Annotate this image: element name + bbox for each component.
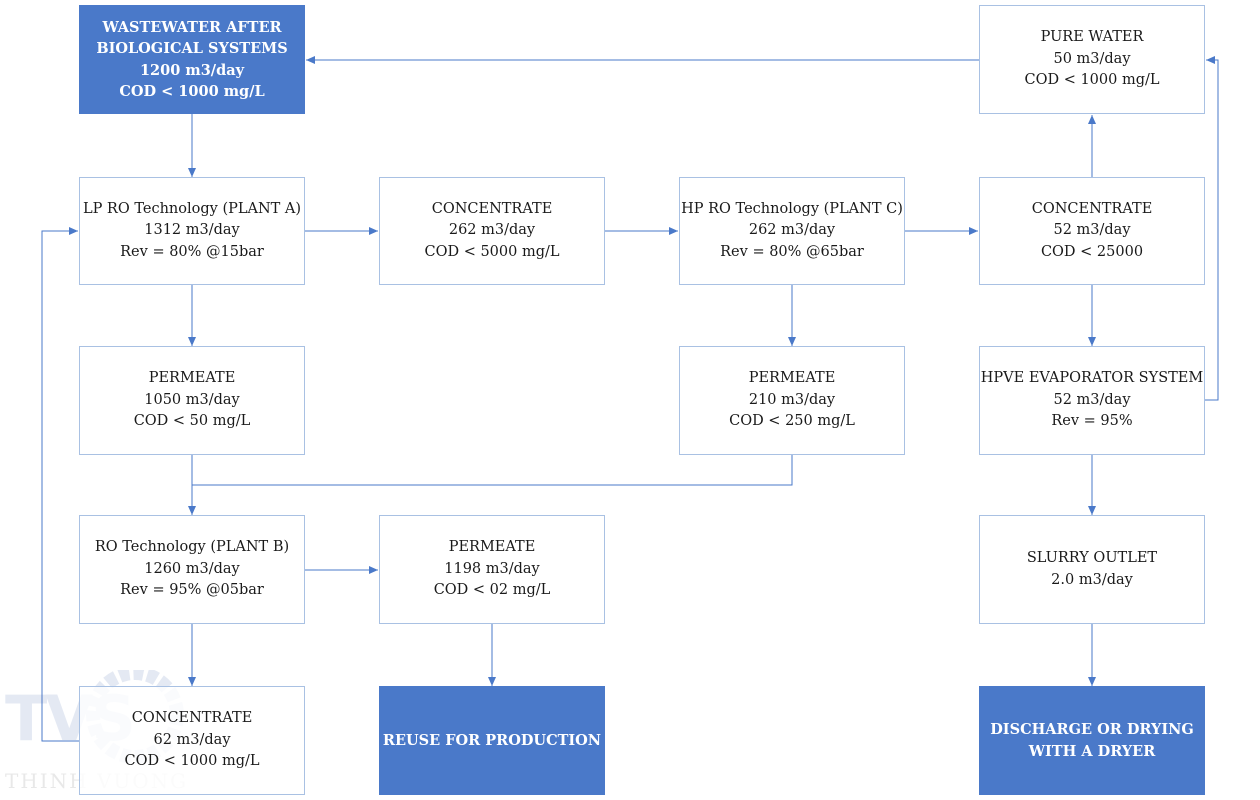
node-text-line: 52 m3/day	[1053, 391, 1131, 408]
node-text-line: 1260 m3/day	[144, 560, 240, 577]
node-text-line: 2.0 m3/day	[1051, 571, 1133, 588]
node-text-line: COD < 02 mg/L	[433, 582, 551, 599]
node-text-line: COD < 50 mg/L	[133, 413, 251, 430]
node-text-line: Rev = 80% @65bar	[720, 243, 864, 260]
node-text-line: RO Technology (PLANT B)	[94, 539, 290, 556]
node-text-line: 210 m3/day	[748, 391, 836, 408]
arrow-concentrate-to-lpro	[41, 227, 79, 742]
node-discharge-or-drying: DISCHARGE OR DRYING WITH A DRYER	[979, 686, 1205, 795]
node-text-line: 1200 m3/day	[139, 61, 245, 79]
node-slurry-outlet: SLURRY OUTLET 2.0 m3/day	[979, 515, 1205, 624]
node-text-line: 62 m3/day	[153, 731, 231, 748]
node-text-line: HP RO Technology (PLANT C)	[681, 200, 903, 217]
node-text-line: SLURRY OUTLET	[1026, 550, 1158, 566]
node-text-line: COD < 1000 mg/L	[119, 83, 265, 100]
arrow-hpve-to-purewater	[1205, 56, 1219, 401]
node-text-line: DISCHARGE OR DRYING	[990, 721, 1194, 738]
node-text-line: 50 m3/day	[1053, 50, 1131, 67]
node-text-line: COD < 25000	[1040, 243, 1144, 260]
node-text-line: 1312 m3/day	[144, 222, 240, 239]
node-text-line: 1198 m3/day	[444, 560, 540, 577]
node-text-line: COD < 1000 mg/L	[124, 753, 260, 770]
line-permeate-merge	[192, 455, 793, 486]
node-text-line: WASTEWATER AFTER	[102, 18, 282, 36]
node-text-line: 262 m3/day	[748, 222, 836, 239]
node-text-line: WITH A DRYER	[1028, 742, 1156, 760]
node-text-line: BIOLOGICAL SYSTEMS	[96, 40, 288, 57]
node-text-line: COD < 1000 mg/L	[1024, 72, 1160, 89]
node-text-line: CONCENTRATE	[131, 710, 253, 727]
node-text-line: PERMEATE	[748, 370, 836, 387]
node-text-line: PURE WATER	[1040, 29, 1144, 46]
node-text-line: LP RO Technology (PLANT A)	[82, 200, 302, 217]
node-reuse-for-production: REUSE FOR PRODUCTION	[379, 686, 605, 795]
node-text-line: Rev = 80% @15bar	[120, 243, 264, 260]
node-text-line: COD < 250 mg/L	[729, 413, 855, 430]
node-text-line: CONCENTRATE	[431, 200, 553, 217]
node-text-line: 262 m3/day	[448, 222, 536, 239]
node-text-line: PERMEATE	[148, 370, 236, 387]
node-text-line: COD < 5000 mg/L	[424, 243, 560, 260]
node-text-line: PERMEATE	[448, 539, 536, 556]
node-text-line: Rev = 95% @05bar	[120, 582, 264, 599]
node-text-line: CONCENTRATE	[1031, 200, 1153, 217]
node-text-line: REUSE FOR PRODUCTION	[382, 731, 602, 749]
node-text-line: 1050 m3/day	[144, 391, 240, 408]
node-text-line: HPVE EVAPORATOR SYSTEM	[980, 370, 1204, 387]
node-text-line: 52 m3/day	[1053, 222, 1131, 239]
node-wastewater: WASTEWATER AFTER BIOLOGICAL SYSTEMS 1200 m…	[79, 5, 305, 114]
node-text-line: Rev = 95%	[1051, 413, 1133, 430]
